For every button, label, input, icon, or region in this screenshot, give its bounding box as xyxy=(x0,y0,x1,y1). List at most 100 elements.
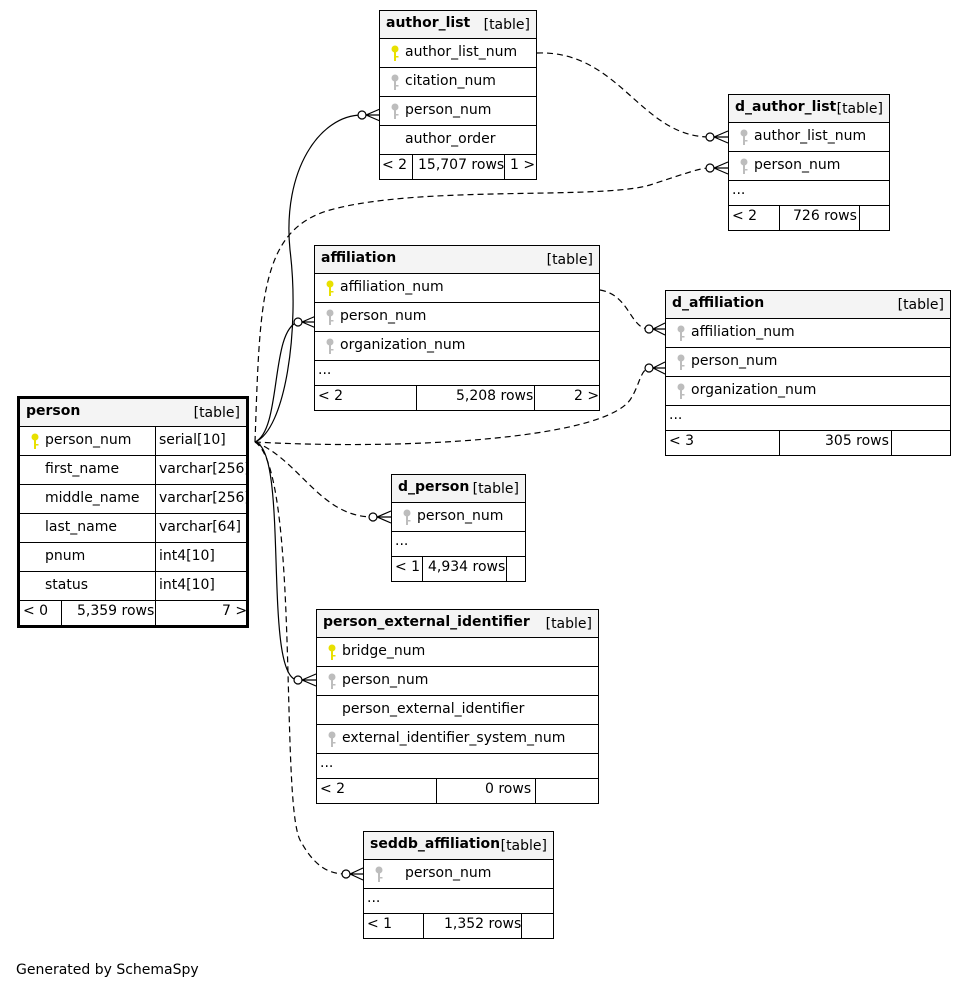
edge-d-affiliation-person xyxy=(254,367,650,446)
column-row[interactable]: first_name varchar[256] xyxy=(20,456,250,485)
column-row[interactable]: person_num xyxy=(392,503,525,532)
table-kind: [table] xyxy=(545,616,592,632)
foreign-key-icon xyxy=(328,731,336,747)
table-kind: [table] xyxy=(546,252,593,268)
column-type: varchar[256] xyxy=(159,490,250,506)
parents-count[interactable]: < 2 xyxy=(320,781,346,797)
parents-count[interactable]: < 0 xyxy=(23,603,49,619)
column-name: person_external_identifier xyxy=(342,701,525,717)
column-row[interactable]: person_num xyxy=(666,348,950,377)
column-row[interactable]: person_num xyxy=(729,152,889,181)
table-seddb-affiliation[interactable]: seddb_affiliation[table] person_num ... … xyxy=(363,831,554,939)
children-count[interactable]: 1 > xyxy=(510,157,536,173)
column-row[interactable]: external_identifier_system_num xyxy=(317,725,598,754)
table-author-list[interactable]: author_list [table] author_list_num citat… xyxy=(379,10,537,180)
foreign-key-icon xyxy=(326,338,334,354)
column-type: varchar[64] xyxy=(159,519,241,535)
more-columns: ... xyxy=(729,181,889,206)
column-type: varchar[256] xyxy=(159,461,250,477)
table-kind: [table] xyxy=(483,17,530,33)
column-row[interactable]: person_num xyxy=(317,667,598,696)
column-name: person_num xyxy=(405,102,492,118)
table-d-affiliation[interactable]: d_affiliation[table] affiliation_num per… xyxy=(665,290,951,456)
table-name[interactable]: affiliation xyxy=(321,250,397,266)
more-columns: ... xyxy=(392,532,525,557)
parents-count[interactable]: < 2 xyxy=(732,208,758,224)
column-row[interactable]: organization_num xyxy=(666,377,950,406)
column-row[interactable]: person_external_identifier xyxy=(317,696,598,725)
column-type: serial[10] xyxy=(159,432,226,448)
column-name: author_list_num xyxy=(754,128,867,144)
column-name: bridge_num xyxy=(342,643,426,659)
table-footer: < 1 4,934 rows xyxy=(392,557,525,581)
edge-d-author-list-author-list xyxy=(536,52,711,138)
column-row[interactable]: person_num xyxy=(364,860,553,889)
column-row[interactable]: organization_num xyxy=(315,332,599,361)
table-d-author-list[interactable]: d_author_list[table] author_list_num per… xyxy=(728,94,890,231)
parents-count[interactable]: < 2 xyxy=(382,157,408,173)
table-name[interactable]: d_author_list xyxy=(735,99,837,115)
column-name: first_name xyxy=(45,461,120,477)
foreign-key-icon xyxy=(677,325,685,341)
column-name: author_list_num xyxy=(405,44,518,60)
table-footer: < 0 5,359 rows 7 > xyxy=(20,601,248,625)
column-row[interactable]: author_list_num xyxy=(729,123,889,152)
table-name[interactable]: person xyxy=(26,403,81,419)
row-count: 5,208 rows xyxy=(456,388,534,404)
row-count: 305 rows xyxy=(825,433,889,449)
column-row[interactable]: affiliation_num xyxy=(666,319,950,348)
table-person-external-identifier[interactable]: person_external_identifier [table] bridge… xyxy=(316,609,599,804)
foreign-key-icon xyxy=(326,309,334,325)
more-columns: ... xyxy=(317,754,598,779)
column-name: last_name xyxy=(45,519,117,535)
table-footer: < 3 305 rows xyxy=(666,431,950,455)
column-name: author_order xyxy=(405,131,496,147)
column-row[interactable]: bridge_num xyxy=(317,638,598,667)
more-columns: ... xyxy=(364,889,553,914)
crowfoot-d-person xyxy=(368,510,392,524)
column-row[interactable]: person_num xyxy=(380,97,536,126)
edge-seddb-person xyxy=(254,441,347,875)
row-count: 15,707 rows xyxy=(418,157,505,173)
table-name[interactable]: d_affiliation xyxy=(672,295,765,311)
column-row[interactable]: author_order xyxy=(380,126,536,155)
column-row[interactable]: citation_num xyxy=(380,68,536,97)
table-affiliation[interactable]: affiliation [table] affiliation_num perso… xyxy=(314,245,600,411)
foreign-key-icon xyxy=(740,129,748,145)
table-kind: [table] xyxy=(836,101,883,117)
column-row[interactable]: author_list_num xyxy=(380,39,536,68)
table-footer: < 1 1,352 rows xyxy=(364,914,553,938)
column-row[interactable]: person_num xyxy=(315,303,599,332)
table-footer: < 2 5,208 rows 2 > xyxy=(315,386,599,410)
parents-count[interactable]: < 2 xyxy=(318,388,344,404)
column-row[interactable]: last_name varchar[64] xyxy=(20,514,246,543)
column-name: status xyxy=(45,577,89,593)
table-kind: [table] xyxy=(500,838,547,854)
table-kind: [table] xyxy=(193,405,240,421)
table-d-person[interactable]: d_person[table] person_num ... < 1 4,934… xyxy=(391,474,526,582)
children-count[interactable]: 7 > xyxy=(222,603,248,619)
foreign-key-icon xyxy=(391,74,399,90)
table-name[interactable]: person_external_identifier xyxy=(323,614,530,630)
column-row[interactable]: affiliation_num xyxy=(315,274,599,303)
foreign-key-icon xyxy=(677,354,685,370)
parents-count[interactable]: < 1 xyxy=(367,916,393,932)
table-footer: < 2 15,707 rows 1 > xyxy=(380,155,536,179)
edge-d-author-list-person xyxy=(254,167,711,443)
children-count[interactable]: 2 > xyxy=(574,388,600,404)
parents-count[interactable]: < 1 xyxy=(395,559,421,575)
foreign-key-icon xyxy=(740,158,748,174)
table-name[interactable]: d_person xyxy=(398,479,470,495)
column-type: int4[10] xyxy=(159,548,215,564)
table-name[interactable]: author_list xyxy=(386,15,471,31)
crowfoot-d-affiliation-an xyxy=(644,322,666,336)
parents-count[interactable]: < 3 xyxy=(669,433,695,449)
column-name: affiliation_num xyxy=(340,279,444,295)
table-name[interactable]: seddb_affiliation xyxy=(370,836,501,852)
